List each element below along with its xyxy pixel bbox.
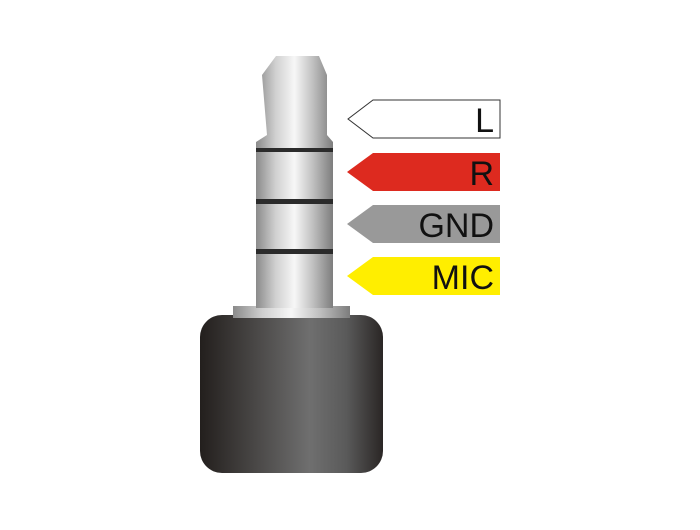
label-l-text: L [475,102,494,140]
label-gnd: GND [347,205,500,245]
label-r-text: R [469,155,494,193]
label-gnd-text: GND [418,207,494,245]
label-mic-text: MIC [432,259,494,297]
label-mic: MIC [347,257,500,297]
insulator-ring-1 [256,148,333,152]
plug-body [200,315,383,473]
plug-tip [256,56,333,142]
label-l: L [347,99,501,140]
insulator-ring-2 [256,199,333,204]
plug-sleeve [256,142,333,308]
insulator-ring-3 [256,249,333,254]
label-r: R [347,153,500,193]
plug-collar [233,306,350,318]
